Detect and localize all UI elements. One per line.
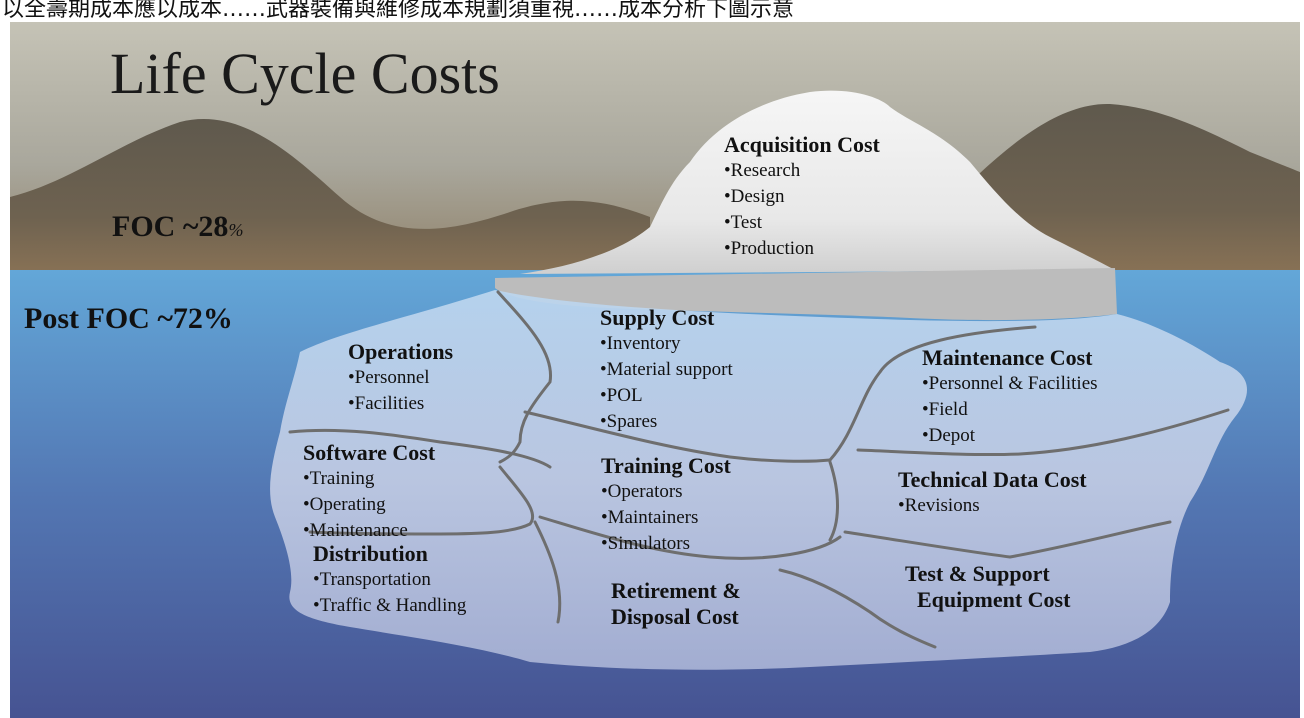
technical-heading: Technical Data Cost xyxy=(898,467,1087,492)
supply-item: •Spares xyxy=(600,411,658,432)
test-support-heading-line1: Test & Support xyxy=(905,561,1050,586)
post-foc-label: Post FOC ~72% xyxy=(24,302,233,335)
training-item: •Simulators xyxy=(601,533,690,554)
foc-label-text: FOC ~28 xyxy=(112,210,229,243)
software-item: •Operating xyxy=(303,494,386,515)
supply-section: Supply Cost •Inventory •Material support… xyxy=(600,305,733,435)
divider-training-retirement xyxy=(538,515,842,560)
top-caption-strip: 以全壽期成本應以成本……武器裝備與維修成本規劃須重視……成本分析下圖示意 xyxy=(0,0,1304,22)
supply-item: •Material support xyxy=(600,359,733,380)
maintenance-heading: Maintenance Cost xyxy=(922,345,1093,370)
operations-item: •Personnel xyxy=(348,367,430,388)
divider-distribution-retirement xyxy=(533,520,562,624)
foc-label: FOC ~28% xyxy=(112,210,243,244)
divider-operations-software xyxy=(288,428,552,469)
maintenance-item: •Field xyxy=(922,399,968,420)
distribution-heading: Distribution xyxy=(313,541,428,566)
page-title: Life Cycle Costs xyxy=(110,41,500,106)
software-section: Software Cost •Training •Operating •Main… xyxy=(303,440,435,544)
divider-technical-test xyxy=(843,520,1172,559)
divider-supply-training xyxy=(523,410,832,463)
training-heading: Training Cost xyxy=(601,453,731,478)
maintenance-section: Maintenance Cost •Personnel & Facilities… xyxy=(922,345,1098,449)
test-support-section: Test & Support Equipment Cost xyxy=(905,561,1070,613)
top-caption-text: 以全壽期成本應以成本……武器裝備與維修成本規劃須重視……成本分析下圖示意 xyxy=(2,0,795,22)
technical-section: Technical Data Cost •Revisions xyxy=(898,467,1087,519)
iceberg-scene xyxy=(10,22,1300,718)
retirement-heading-line1: Retirement & xyxy=(611,578,741,603)
divider-retirement-test xyxy=(778,568,937,649)
training-section: Training Cost •Operators •Maintainers •S… xyxy=(601,453,731,557)
training-item: •Maintainers xyxy=(601,507,699,528)
technical-item: •Revisions xyxy=(898,495,980,516)
divider-operations-supply xyxy=(496,290,553,464)
acquisition-heading: Acquisition Cost xyxy=(724,132,880,157)
waterline-band xyxy=(495,268,1117,321)
maintenance-item: •Personnel & Facilities xyxy=(922,373,1098,394)
software-item: •Maintenance xyxy=(303,520,408,541)
operations-section: Operations •Personnel •Facilities xyxy=(348,339,453,417)
acquisition-item: •Production xyxy=(724,238,815,259)
divider-maintenance-left xyxy=(828,325,1037,462)
operations-heading: Operations xyxy=(348,339,454,364)
supply-heading: Supply Cost xyxy=(600,305,715,330)
retirement-heading-line2: Disposal Cost xyxy=(611,604,739,629)
left-mountain xyxy=(10,119,650,283)
supply-item: •Inventory xyxy=(600,333,681,354)
acquisition-section: Acquisition Cost •Research •Design •Test… xyxy=(724,132,880,262)
acquisition-item: •Research xyxy=(724,160,801,181)
retirement-section: Retirement & Disposal Cost xyxy=(611,578,741,630)
acquisition-item: •Test xyxy=(724,212,763,233)
divider-training-technical xyxy=(828,460,839,542)
foc-pct: % xyxy=(228,220,244,240)
distribution-item: •Traffic & Handling xyxy=(313,595,467,616)
test-support-heading-line2: Equipment Cost xyxy=(917,587,1071,612)
acquisition-item: •Design xyxy=(724,186,785,207)
iceberg-tip xyxy=(520,90,1115,274)
supply-item: •POL xyxy=(600,385,643,406)
divider-maintenance-technical xyxy=(856,408,1230,457)
section-dividers xyxy=(288,290,1230,649)
software-item: •Training xyxy=(303,468,375,489)
iceberg-underwater xyxy=(270,290,1247,670)
distribution-section: Distribution •Transportation •Traffic & … xyxy=(313,541,466,619)
operations-item: •Facilities xyxy=(348,393,425,414)
maintenance-item: •Depot xyxy=(922,425,976,446)
training-item: •Operators xyxy=(601,481,683,502)
software-heading: Software Cost xyxy=(303,440,436,465)
distribution-item: •Transportation xyxy=(313,569,431,590)
divider-software-distribution xyxy=(308,465,535,536)
